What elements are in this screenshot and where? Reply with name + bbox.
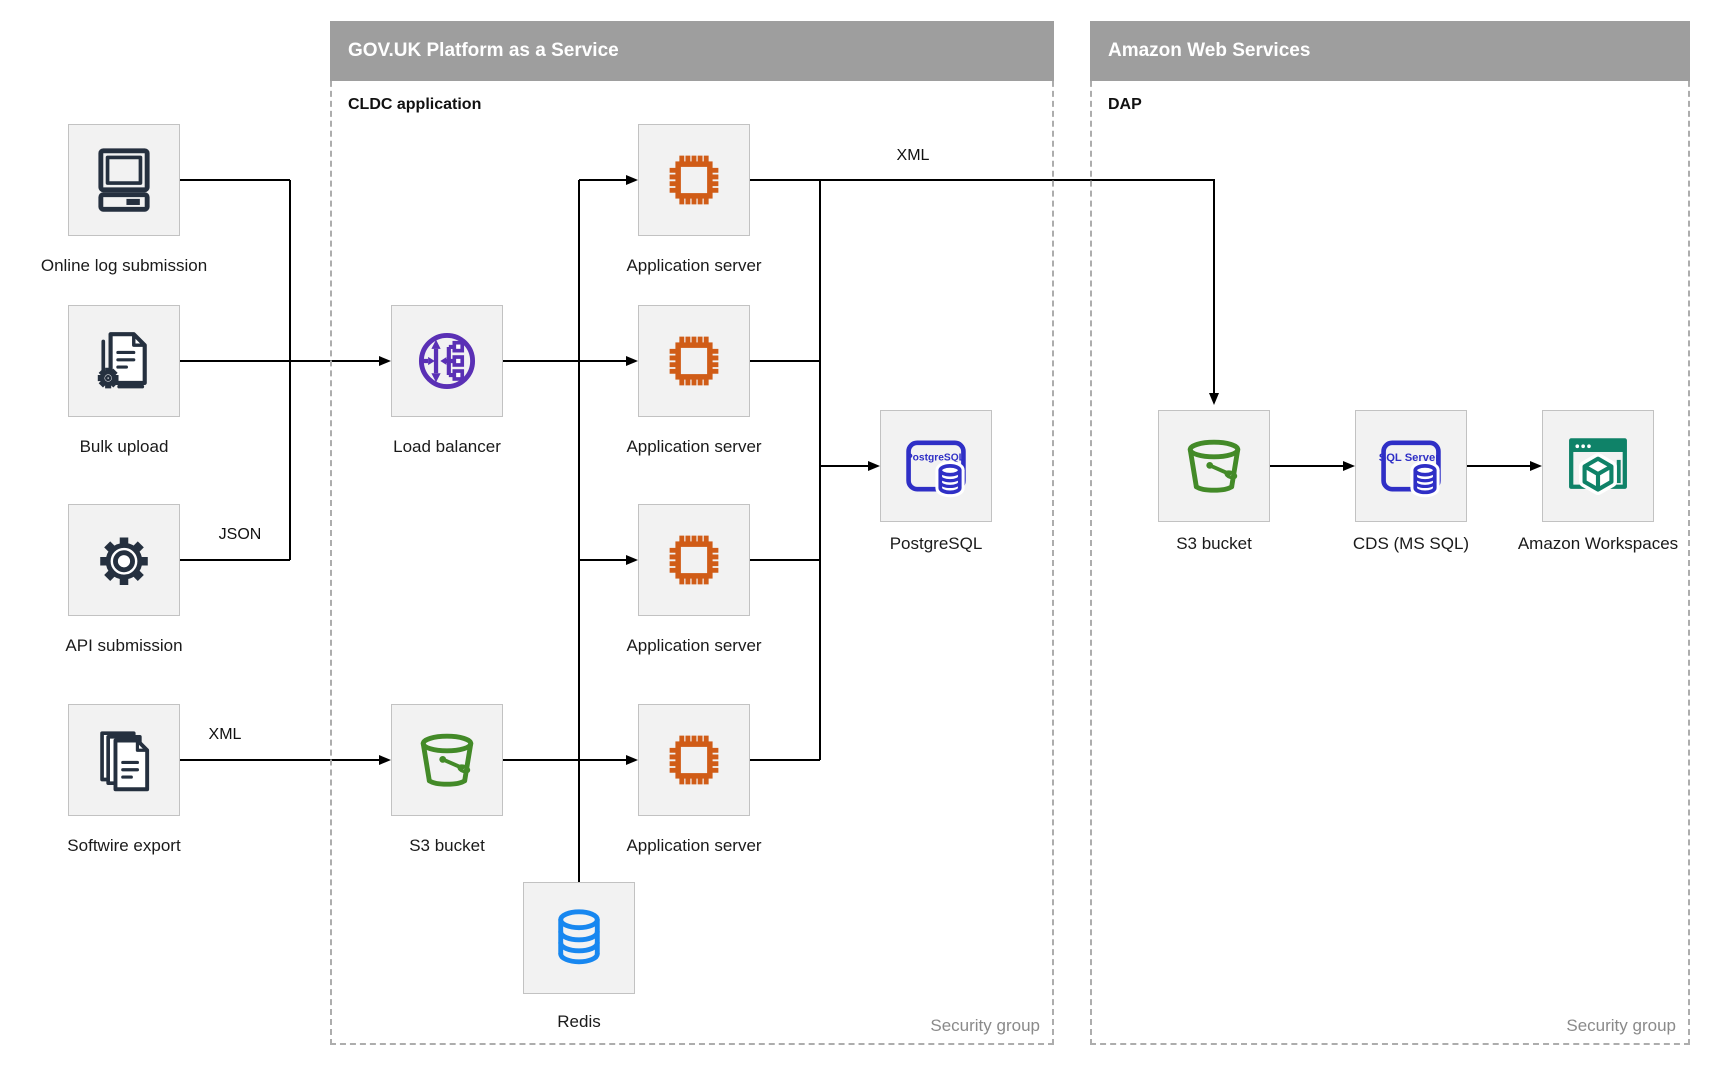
node-label-bulk-upload: Bulk upload xyxy=(79,437,169,456)
dap-label: DAP xyxy=(1108,96,1142,113)
node-label-load-balancer: Load balancer xyxy=(393,437,501,456)
bucket-icon xyxy=(408,721,486,799)
aws-security-group-label: Security group xyxy=(1566,1016,1676,1035)
node-amazon-workspaces xyxy=(1542,410,1654,522)
node-label-s3-bucket-aws: S3 bucket xyxy=(1176,534,1252,553)
node-s3-bucket-aws xyxy=(1158,410,1270,522)
node-label-app-server-2: Application server xyxy=(626,437,762,456)
node-app-server-4 xyxy=(638,704,750,816)
node-cds-mssql: SQL Server xyxy=(1355,410,1467,522)
node-app-server-3 xyxy=(638,504,750,616)
cldc-application-label: CLDC application xyxy=(348,96,482,113)
chip-icon xyxy=(655,721,733,799)
node-label-s3-bucket-govuk: S3 bucket xyxy=(409,836,485,855)
edge-label-json: JSON xyxy=(218,526,262,543)
node-label-postgresql: PostgreSQL xyxy=(889,534,983,553)
sql-server-icon: SQL Server xyxy=(1372,427,1450,505)
node-label-app-server-1: Application server xyxy=(626,256,762,275)
document-gear-icon xyxy=(85,322,163,400)
aws-container xyxy=(1090,21,1690,1045)
aws-header: Amazon Web Services xyxy=(1090,21,1690,81)
node-bulk-upload xyxy=(68,305,180,417)
chip-icon xyxy=(655,521,733,599)
node-label-softwire-export: Softwire export xyxy=(67,836,181,855)
computer-icon xyxy=(85,141,163,219)
node-api-submission xyxy=(68,504,180,616)
database-cylinder-icon xyxy=(540,899,618,977)
postgresql-icon: PostgreSQL xyxy=(897,427,975,505)
node-app-server-1 xyxy=(638,124,750,236)
node-softwire-export xyxy=(68,704,180,816)
node-postgresql: PostgreSQL xyxy=(880,410,992,522)
node-label-app-server-4: Application server xyxy=(626,836,762,855)
postgresql-icon-text: PostgreSQL xyxy=(906,453,965,464)
chip-icon xyxy=(655,322,733,400)
documents-stack-icon xyxy=(85,721,163,799)
node-label-online-log-submission: Online log submission xyxy=(40,256,208,275)
node-label-app-server-3: Application server xyxy=(626,636,762,655)
edge-xml-to-aws-s3 xyxy=(820,179,1219,405)
node-label-amazon-workspaces: Amazon Workspaces xyxy=(1517,534,1679,553)
bucket-icon xyxy=(1175,427,1253,505)
node-app-server-2 xyxy=(638,305,750,417)
node-online-log-submission xyxy=(68,124,180,236)
node-label-redis: Redis xyxy=(557,1012,601,1031)
govuk-security-group-label: Security group xyxy=(930,1016,1040,1035)
node-load-balancer xyxy=(391,305,503,417)
node-label-cds-mssql: CDS (MS SQL) xyxy=(1352,534,1470,553)
load-balancer-icon xyxy=(408,322,486,400)
edge-label-xml-to-aws: XML xyxy=(896,147,930,164)
workspaces-icon xyxy=(1559,427,1637,505)
gear-icon xyxy=(85,521,163,599)
govuk-paas-header: GOV.UK Platform as a Service xyxy=(330,21,1054,81)
node-redis xyxy=(523,882,635,994)
node-label-api-submission: API submission xyxy=(65,636,183,655)
edge-label-xml-softwire: XML xyxy=(208,726,242,743)
node-s3-bucket-govuk xyxy=(391,704,503,816)
chip-icon xyxy=(655,141,733,219)
